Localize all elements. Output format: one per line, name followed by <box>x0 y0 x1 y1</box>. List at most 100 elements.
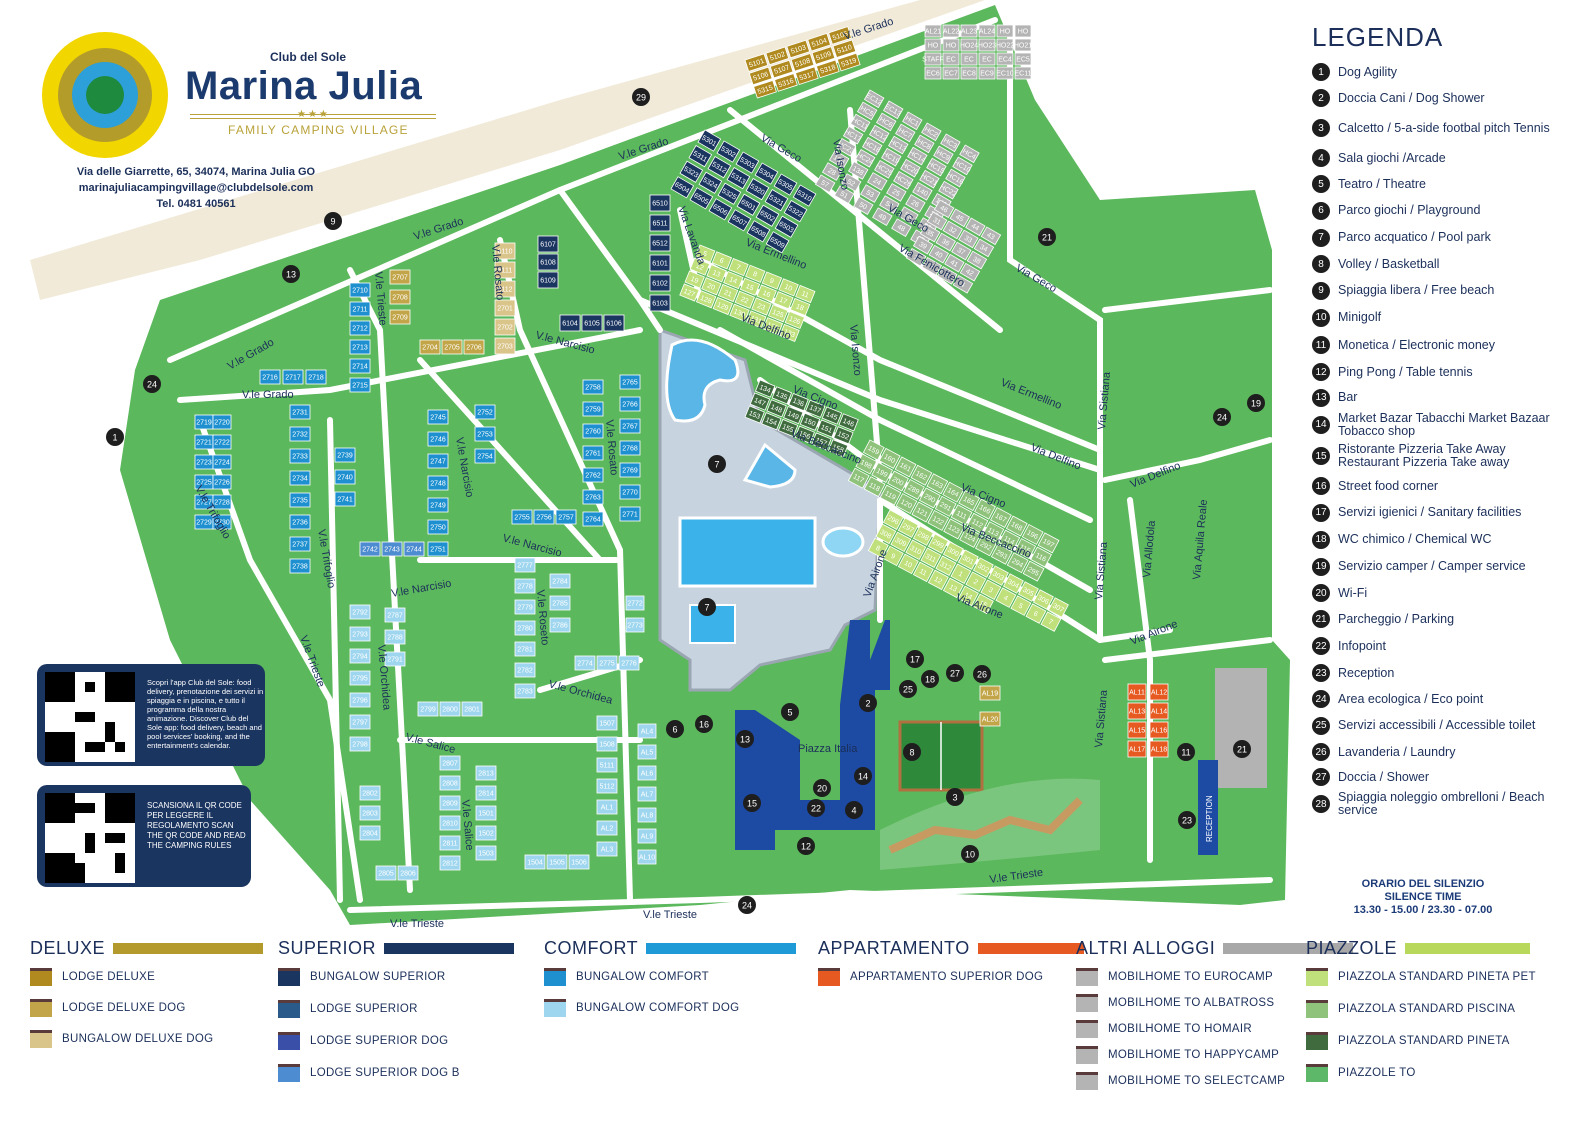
pitch[interactable]: 2802 <box>359 785 381 801</box>
pitch[interactable]: 15 <box>739 277 761 296</box>
pitch[interactable]: 2767 <box>619 418 641 434</box>
pitch[interactable]: 2738 <box>289 558 311 574</box>
pitch[interactable]: 31 <box>926 211 948 231</box>
pitch[interactable]: 2809 <box>439 795 461 811</box>
pitch[interactable]: HO22 <box>996 38 1014 52</box>
pitch[interactable]: 54 <box>879 195 900 214</box>
pitch[interactable]: 7 <box>728 257 749 277</box>
pitch[interactable]: 10 <box>778 278 799 297</box>
poi-marker[interactable]: 6 <box>666 720 684 738</box>
pitch[interactable]: 2753 <box>474 426 496 442</box>
pitch[interactable]: 6512 <box>649 234 671 252</box>
pitch[interactable]: 2770 <box>619 484 641 500</box>
pitch[interactable]: HC7 <box>895 123 916 143</box>
pitch[interactable]: 115 <box>1014 538 1037 560</box>
pitch[interactable]: 6107 <box>537 235 559 253</box>
pitch[interactable]: 6106 <box>603 314 625 332</box>
pitch[interactable]: 2794 <box>349 648 371 664</box>
pitch[interactable]: 2775 <box>596 655 618 671</box>
pitch[interactable]: 3 <box>980 579 1002 600</box>
poi-marker[interactable]: 4 <box>845 801 863 819</box>
pitch[interactable]: 2751 <box>427 541 449 557</box>
pitch[interactable]: 6508 <box>746 220 771 243</box>
pitch[interactable]: 36 <box>935 232 956 252</box>
pitch[interactable]: 139 <box>828 150 850 169</box>
pitch[interactable]: 152 <box>833 426 854 445</box>
pitch[interactable]: 6510 <box>649 194 671 212</box>
pitch[interactable]: 1506 <box>568 854 590 870</box>
pitch[interactable]: 6504 <box>670 176 695 199</box>
rules-qr-card[interactable]: SCANSIONA IL QR CODE PER LEGGERE IL REGO… <box>37 785 251 887</box>
pitch[interactable]: 44 <box>965 217 986 237</box>
pitch[interactable]: AL1 <box>596 799 618 815</box>
pitch[interactable]: 298 <box>912 525 934 546</box>
pitch[interactable]: 2763 <box>582 489 604 505</box>
pitch[interactable]: 2719 <box>194 414 214 430</box>
pitch[interactable]: 2813 <box>475 765 497 781</box>
poi-marker[interactable]: 24 <box>738 896 756 914</box>
pitch[interactable]: 12 <box>927 569 949 591</box>
pitch[interactable]: AL5 <box>637 744 657 760</box>
pitch[interactable]: 156 <box>794 425 815 444</box>
pitch[interactable]: 1501 <box>475 805 497 821</box>
pitch[interactable]: 2732 <box>289 426 311 442</box>
poi-marker[interactable]: 20 <box>813 779 831 797</box>
pitch[interactable]: 2788 <box>384 629 406 645</box>
poi-marker[interactable]: 18 <box>921 670 939 688</box>
pitch[interactable]: 4 <box>995 587 1017 608</box>
poi-marker[interactable]: 13 <box>282 265 300 283</box>
pitch[interactable]: 113 <box>982 521 1005 543</box>
pitch[interactable]: 162 <box>910 464 933 486</box>
pitch[interactable]: 12 <box>689 257 711 276</box>
pitch[interactable]: 151 <box>816 419 837 438</box>
poi-marker[interactable]: 11 <box>1177 743 1195 761</box>
pitch[interactable]: 6505 <box>689 187 714 210</box>
pitch[interactable]: AL3 <box>596 841 618 857</box>
pitch[interactable]: 2766 <box>619 396 641 412</box>
pitch[interactable]: 25 <box>886 183 907 202</box>
pitch[interactable]: 5103 <box>786 39 811 59</box>
pitch[interactable]: 2784 <box>549 573 571 589</box>
pitch[interactable]: 2791 <box>384 651 406 667</box>
pitch[interactable]: 5324 <box>698 171 723 194</box>
pitch[interactable]: 23 <box>751 297 772 316</box>
pitch[interactable]: 5101 <box>744 53 769 72</box>
app-qr-card[interactable]: Scopri l'app Club del Sole: food deliver… <box>37 664 265 766</box>
poi-marker[interactable]: 23 <box>1178 811 1196 829</box>
pitch[interactable]: EC10 <box>996 66 1014 80</box>
pitch[interactable]: 24 <box>867 172 888 191</box>
pitch[interactable]: 2811 <box>439 835 461 851</box>
pitch[interactable]: 5320 <box>745 178 770 201</box>
pitch[interactable]: 200 <box>887 470 909 492</box>
pitch[interactable]: 40 <box>928 244 949 264</box>
pitch[interactable]: HC2 <box>921 122 942 142</box>
pitch[interactable]: 50 <box>853 196 874 215</box>
pitch[interactable]: 2785 <box>549 595 571 611</box>
pitch[interactable]: 14 <box>957 585 979 607</box>
pitch[interactable]: AL6 <box>637 765 657 781</box>
pitch[interactable]: 38 <box>966 250 988 270</box>
pitch[interactable]: HC9 <box>933 145 954 165</box>
pitch[interactable]: 2756 <box>533 509 555 525</box>
pitch[interactable]: 2771 <box>619 506 641 522</box>
pitch[interactable]: 1502 <box>475 825 497 841</box>
pitch[interactable]: EC9 <box>978 66 996 80</box>
pitch[interactable]: 2721 <box>194 434 214 450</box>
rules-qr-code[interactable] <box>45 793 135 883</box>
poi-marker[interactable]: 25 <box>899 680 917 698</box>
pitch[interactable]: 55 <box>898 206 919 225</box>
pitch[interactable]: 2718 <box>305 369 327 385</box>
pitch[interactable]: 2769 <box>619 462 641 478</box>
pitch[interactable]: 2747 <box>427 453 449 469</box>
pitch[interactable]: 2758 <box>582 379 604 395</box>
pitch[interactable]: 2744 <box>403 541 425 557</box>
pitch[interactable]: 2736 <box>289 514 311 530</box>
poi-marker[interactable]: 22 <box>807 799 825 817</box>
pitch[interactable]: 293 <box>990 543 1013 565</box>
pitch[interactable]: 2731 <box>289 404 311 420</box>
pitch[interactable]: 299 <box>927 533 949 554</box>
pitch[interactable]: HC5 <box>856 101 878 121</box>
pitch[interactable]: 2729 <box>194 514 214 530</box>
pitch[interactable]: AL21 <box>924 24 942 38</box>
pitch[interactable]: AL9 <box>637 828 657 844</box>
